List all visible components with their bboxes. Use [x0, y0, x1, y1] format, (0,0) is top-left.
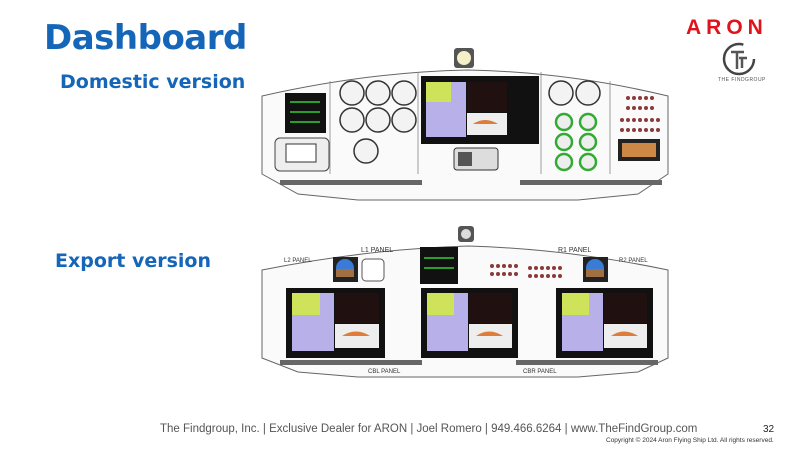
- radar-altimeter-display: [361, 258, 385, 282]
- magnetic-compass: [454, 48, 474, 68]
- breaker-strip-left: [280, 360, 422, 365]
- standby-compass: [458, 226, 474, 242]
- attitude-indicator-left: [333, 257, 358, 282]
- display-center: [421, 288, 518, 358]
- attitude-indicator-right: [583, 257, 608, 282]
- export-dashboard-diagram: L1 PANEL L2 PANEL R1 PANEL R2 PANEL CBL …: [261, 226, 669, 378]
- main-navigation-display: [421, 76, 539, 144]
- indicator-lights: [620, 96, 660, 132]
- breaker-strip-right: [516, 360, 658, 365]
- r2-panel-label: R2 PANEL: [619, 258, 648, 264]
- cbl-panel-label: CBL PANEL: [368, 369, 401, 375]
- aron-logo: ARON: [686, 16, 768, 39]
- l1-panel-label: L1 PANEL: [361, 247, 393, 254]
- domestic-dashboard-diagram: [261, 48, 669, 201]
- engine-display: [285, 93, 326, 133]
- l2-panel-label: L2 PANEL: [284, 258, 312, 264]
- findgroup-logo-text: THE FINDGROUP: [718, 77, 766, 83]
- engine-display: [420, 247, 458, 284]
- copyright-notice: Copyright © 2024 Aron Flying Ship Ltd. A…: [606, 437, 774, 444]
- r1-panel-label: R1 PANEL: [558, 247, 591, 254]
- export-version-label: Export version: [55, 250, 211, 272]
- breaker-strip-right: [520, 180, 662, 185]
- page-title: Dashboard: [44, 18, 247, 58]
- display-left: [286, 288, 385, 358]
- ap-controller: [453, 147, 499, 171]
- footer-contact: The Findgroup, Inc. | Exclusive Dealer f…: [160, 423, 698, 435]
- multifunction-displays: [286, 288, 653, 358]
- status-gauges: [554, 112, 598, 172]
- cbr-panel-label: CBR PANEL: [523, 369, 557, 375]
- findgroup-logo-icon: [722, 42, 756, 76]
- breaker-strip-left: [280, 180, 422, 185]
- display-right: [556, 288, 653, 358]
- radio-unit: [274, 137, 330, 172]
- weather-radar-display: [618, 139, 660, 161]
- indicator-lights: [490, 264, 562, 278]
- page-number: 32: [763, 424, 775, 435]
- flight-gauges: [339, 80, 601, 164]
- domestic-version-label: Domestic version: [60, 71, 246, 93]
